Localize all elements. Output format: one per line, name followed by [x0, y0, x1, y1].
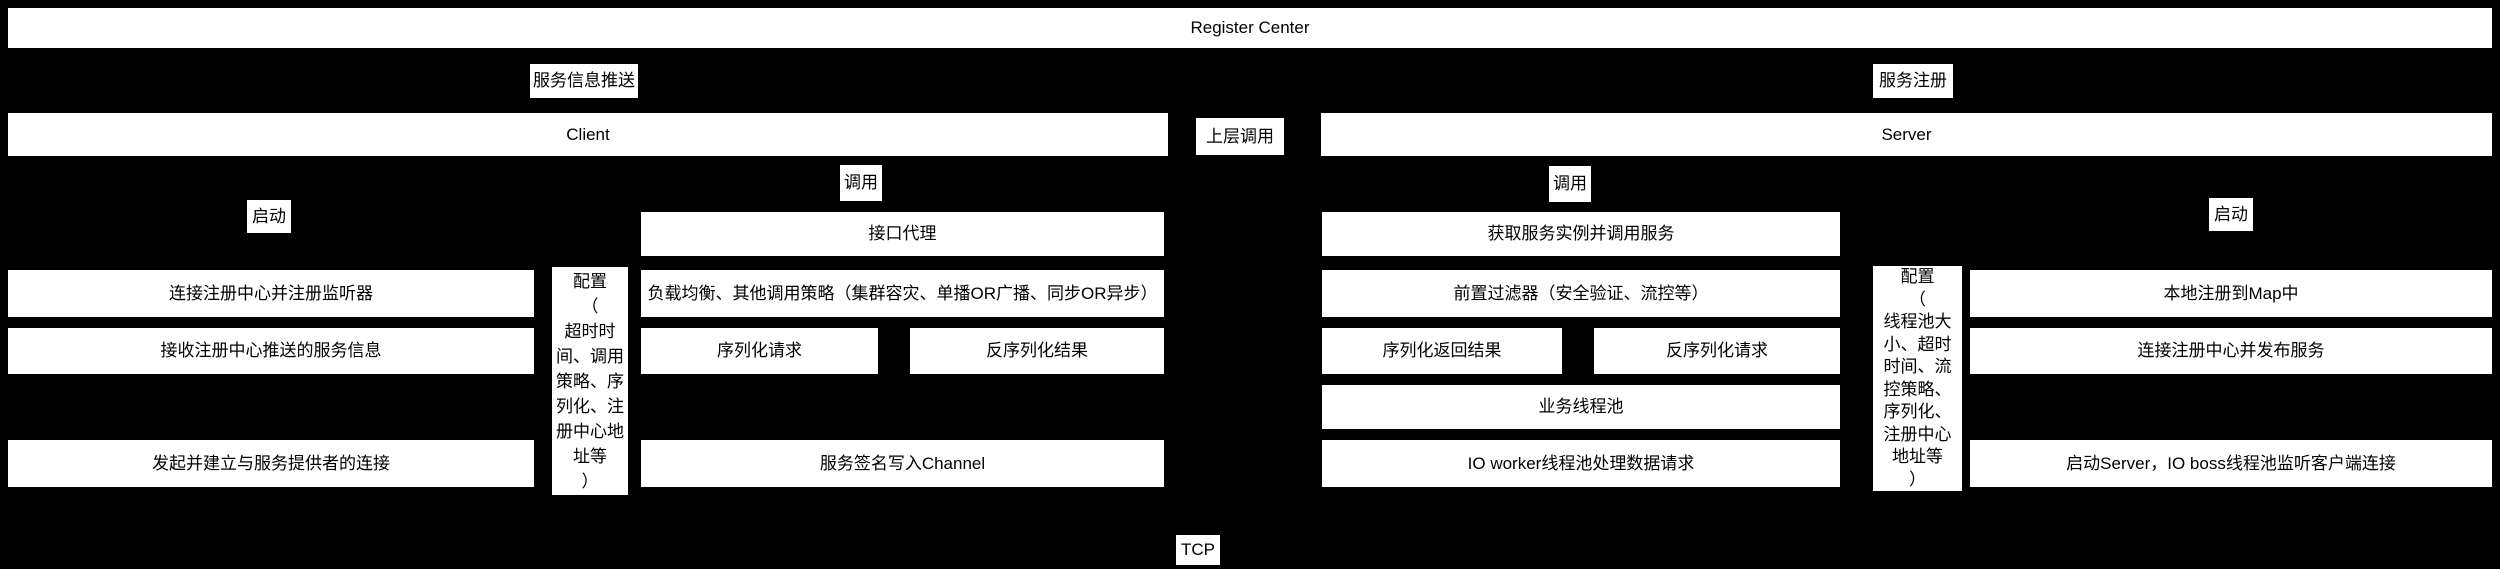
client-config-box: 配置 （ 超时时 间、调用 策略、序 列化、注 册中心地 址等 ）: [552, 267, 628, 495]
client-step-serialize-request: 序列化请求: [641, 328, 878, 374]
client-bar: Client: [8, 113, 1168, 156]
label-upper-call: 上层调用: [1196, 118, 1284, 155]
server-bar: Server: [1321, 113, 2492, 156]
server-step-serialize-result: 序列化返回结果: [1322, 328, 1562, 374]
label-call-server: 调用: [1549, 166, 1591, 202]
client-step-write-channel: 服务签名写入Channel: [641, 440, 1164, 487]
server-step-deserialize-request: 反序列化请求: [1594, 328, 1840, 374]
label-start-client: 启动: [247, 200, 291, 233]
server-step-io-worker-pool: IO worker线程池处理数据请求: [1322, 440, 1840, 487]
client-step-connect-provider: 发起并建立与服务提供者的连接: [8, 440, 534, 487]
server-step-business-thread-pool: 业务线程池: [1322, 385, 1840, 429]
client-step-receive-service-info: 接收注册中心推送的服务信息: [8, 328, 534, 374]
client-step-connect-registry: 连接注册中心并注册监听器: [8, 270, 534, 317]
server-config-box: 配置 （ 线程池大 小、超时 时间、流 控策略、 序列化、 注册中心 地址等 ）: [1873, 266, 1962, 491]
server-step-start-server-io-boss: 启动Server，IO boss线程池监听客户端连接: [1970, 440, 2492, 487]
server-step-pre-filter: 前置过滤器（安全验证、流控等）: [1322, 270, 1840, 317]
label-service-info-push: 服务信息推送: [530, 64, 638, 98]
label-service-register: 服务注册: [1873, 64, 1953, 98]
server-get-service-box: 获取服务实例并调用服务: [1322, 212, 1840, 256]
client-interface-proxy-box: 接口代理: [641, 212, 1164, 256]
server-step-local-register-map: 本地注册到Map中: [1970, 270, 2492, 317]
label-tcp: TCP: [1176, 535, 1220, 565]
label-start-server: 启动: [2209, 198, 2253, 231]
register-center-bar: Register Center: [8, 8, 2492, 48]
label-call-client: 调用: [840, 165, 882, 201]
server-step-publish-service: 连接注册中心并发布服务: [1970, 328, 2492, 374]
client-step-load-balance-strategy: 负载均衡、其他调用策略（集群容灾、单播OR广播、同步OR异步）: [641, 270, 1164, 317]
client-step-deserialize-result: 反序列化结果: [910, 328, 1164, 374]
